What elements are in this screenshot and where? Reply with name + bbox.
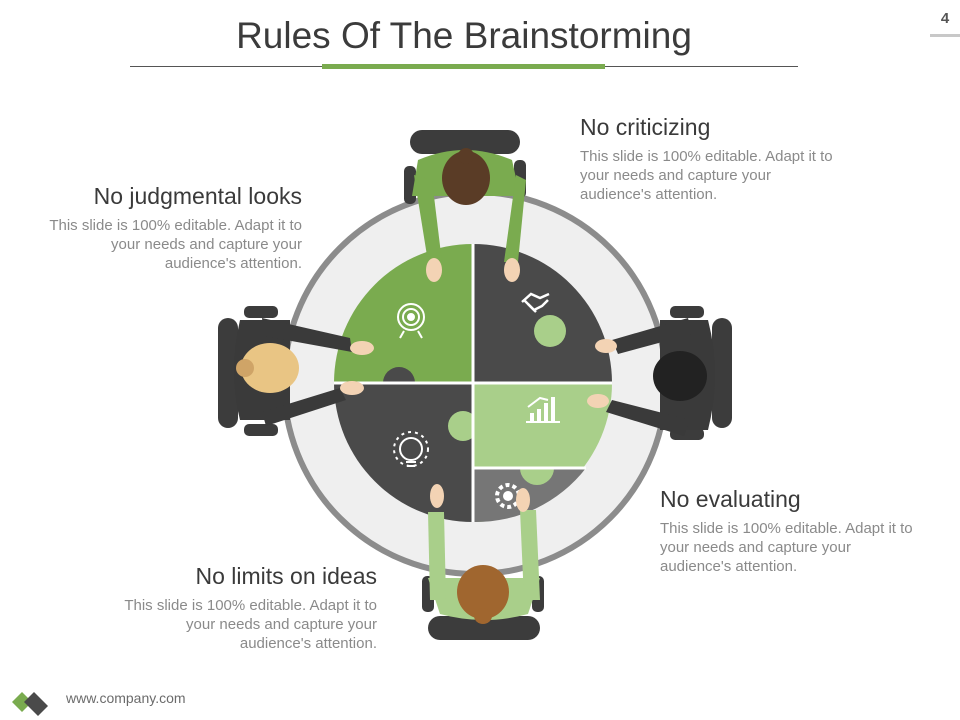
person-left [218,306,374,436]
person-top [404,130,526,282]
footer-url[interactable]: www.company.com [66,690,186,706]
person-right [587,306,732,440]
head-bottom [457,565,509,619]
chair-bottom [428,616,540,640]
target-icon [397,303,425,339]
rule-heading: No limits on ideas [195,563,377,589]
chair-top [410,130,520,154]
rule-description: This slide is 100% editable. Adapt it to… [49,217,302,272]
page-number-bar [930,34,960,37]
bulb-icon [393,431,429,467]
head-left [241,343,299,393]
chair-left [218,318,238,428]
rule-heading: No criticizing [580,114,711,140]
puzzle-piece-bottom-small [473,468,586,523]
rule-block-no-evaluating: No evaluating This slide is 100% editabl… [660,485,922,576]
rule-description: This slide is 100% editable. Adapt it to… [124,597,377,652]
rule-heading: No judgmental looks [93,183,302,209]
rule-block-no-limits-on-ideas: No limits on ideas This slide is 100% ed… [116,562,377,653]
slide-title: Rules Of The Brainstorming [236,15,692,56]
rule-block-no-criticizing: No criticizing This slide is 100% editab… [580,113,842,204]
title-accent-bar [322,64,605,69]
head-top [442,151,490,205]
head-right [653,351,707,401]
person-bottom [422,484,544,640]
company-logo-icon [12,692,48,716]
handshake-icon [521,292,550,313]
rule-description: This slide is 100% editable. Adapt it to… [660,520,913,575]
rule-heading: No evaluating [660,486,801,512]
puzzle-circle [334,244,612,523]
chair-right [712,318,732,428]
growth-chart-icon [526,396,560,423]
page-number: 4 [940,10,950,27]
rule-block-no-judgmental-looks: No judgmental looks This slide is 100% e… [42,182,302,273]
rule-description: This slide is 100% editable. Adapt it to… [580,148,833,203]
